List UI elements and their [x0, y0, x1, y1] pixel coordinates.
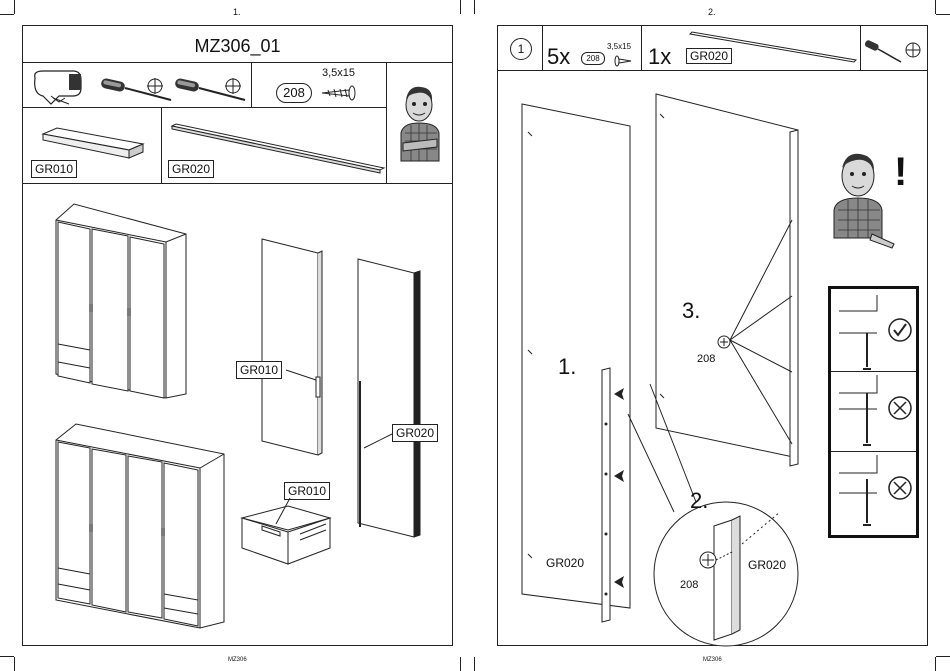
crop-mark [936, 656, 950, 657]
leader-line [280, 368, 320, 388]
screw-icon [318, 83, 358, 103]
page-footer: MZ306 [228, 657, 247, 663]
step-2-label: 2. [690, 488, 708, 514]
phillips-icon [903, 40, 923, 60]
rail-part-drawing [688, 32, 858, 62]
crop-mark [935, 657, 936, 671]
avatar-cell [386, 62, 453, 184]
page-number: 2. [708, 7, 716, 17]
correct-case [831, 289, 916, 372]
crop-mark [460, 657, 461, 671]
screw-detail [837, 293, 887, 373]
step-cell: 1 [497, 25, 543, 71]
rail-label-detail: GR020 [748, 558, 786, 572]
wrong-case [831, 451, 916, 535]
step-number-badge: 1 [510, 38, 532, 60]
crop-mark [936, 14, 950, 15]
part-rail-cell: GR020 [161, 107, 387, 184]
cross-icon [887, 475, 913, 501]
screw-cell: 3,5x15 208 [251, 62, 387, 108]
cross-icon [887, 395, 913, 421]
drawer-drawing [240, 498, 340, 568]
tool-cell [860, 25, 928, 71]
check-icon [887, 317, 913, 343]
rail-label-main: GR020 [546, 556, 584, 570]
step-3-label: 3. [682, 298, 700, 324]
wrong-case [831, 371, 916, 452]
rail-count-cell: 1x GR020 [641, 25, 861, 71]
screw-label-detail: 208 [680, 579, 698, 591]
screw-check-panel [828, 286, 919, 538]
crop-mark [935, 0, 936, 14]
screw-code-badge: 208 [581, 52, 605, 65]
exclamation-mark: ! [894, 150, 907, 195]
crop-mark [474, 657, 475, 671]
page-number: 1. [233, 7, 241, 17]
door-with-handle-drawing [260, 237, 330, 457]
crop-mark [14, 657, 15, 671]
page-title: MZ306_01 [23, 36, 452, 57]
wardrobe-4door-drawing [54, 424, 234, 634]
screw-detail [837, 453, 887, 529]
part-label-rail: GR020 [168, 160, 214, 178]
screw-label-step3: 208 [697, 353, 715, 365]
rail-count: 1x [648, 44, 671, 70]
crop-mark [14, 0, 15, 14]
screw-icon [613, 54, 633, 68]
crop-mark [474, 0, 475, 14]
screw-count: 5x [547, 44, 570, 70]
screw-qty-badge: 208 [276, 83, 312, 103]
screw-detail [837, 373, 887, 449]
page-footer: MZ306 [703, 657, 722, 663]
door-with-rail-drawing [356, 257, 431, 542]
phillips-icon [145, 76, 165, 96]
screwdriver-icon [863, 36, 903, 66]
crop-mark [0, 14, 14, 15]
screw-size: 3,5x15 [607, 42, 631, 51]
assembler-avatar [397, 83, 447, 163]
step-1-label: 1. [558, 354, 576, 380]
title-cell: MZ306_01 [22, 25, 453, 63]
crop-mark [0, 656, 14, 657]
flat-icon [223, 76, 243, 96]
crop-mark [460, 0, 461, 14]
part-handle-cell: GR010 [22, 107, 162, 184]
wardrobe-3door-drawing [54, 204, 194, 404]
leader-line [362, 432, 402, 452]
part-label-handle: GR010 [31, 160, 77, 178]
glue-icon [29, 66, 89, 106]
screwdriver-icon [97, 66, 177, 106]
screw-size: 3,5x15 [322, 67, 355, 79]
screw-count-cell: 5x 208 3,5x15 [542, 25, 642, 71]
handle-part-drawing [39, 126, 149, 156]
callout-handle-door: GR010 [236, 361, 282, 379]
tools-cell [22, 62, 252, 108]
